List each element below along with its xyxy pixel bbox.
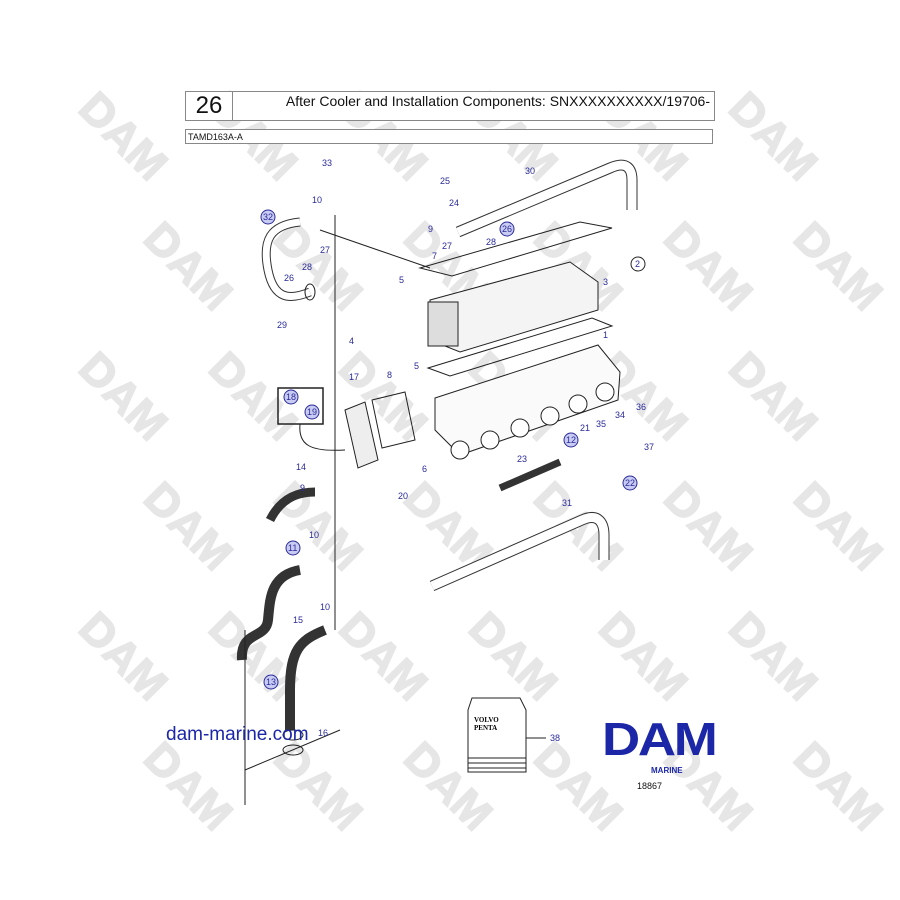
manifold-housing [434,344,621,456]
callout-25[interactable]: 25 [440,176,450,186]
callout-16[interactable]: 16 [318,728,328,738]
callout-14[interactable]: 14 [296,462,306,472]
callout-19[interactable]: 19 [307,407,317,417]
callout-circle [260,209,276,225]
pipe-14 [265,487,316,523]
callout-12[interactable]: 12 [566,435,576,445]
callout-36[interactable]: 36 [636,402,646,412]
callout-17[interactable]: 17 [349,372,359,382]
callout-3[interactable]: 3 [603,277,608,287]
callout-18[interactable]: 18 [286,392,296,402]
callout-37[interactable]: 37 [644,442,654,452]
page-number: 26 [186,92,233,120]
dam-logo-subtext: MARINE [651,766,683,775]
callout-circle [622,475,638,491]
callout-28[interactable]: 28 [302,262,312,272]
page-title: After Cooler and Installation Components… [285,93,710,109]
callout-24[interactable]: 24 [449,198,459,208]
callout-circle [304,404,320,420]
figure-number: 18867 [637,781,663,791]
callout-26[interactable]: 26 [284,273,294,283]
engine-model: TAMD163A-A [185,129,713,144]
callout-21[interactable]: 21 [580,423,590,433]
callout-5[interactable]: 5 [399,275,404,285]
callout-10[interactable]: 10 [309,530,319,540]
callout-27[interactable]: 27 [320,245,330,255]
callout-35[interactable]: 35 [596,419,606,429]
callout-31[interactable]: 31 [562,498,572,508]
callout-33[interactable]: 33 [322,158,332,168]
callout-circle [630,256,646,272]
callout-23[interactable]: 23 [517,454,527,464]
kit-brand-line2: PENTA [474,724,497,732]
callout-26[interactable]: 26 [502,224,512,234]
page-header: 26 After Cooler and Installation Compone… [185,91,715,121]
callout-28[interactable]: 28 [486,237,496,247]
callout-8[interactable]: 8 [387,370,392,380]
zinc-anode-23 [498,458,562,492]
callout-34[interactable]: 34 [615,410,625,420]
gasket-8 [371,391,416,449]
callout-1[interactable]: 1 [603,330,608,340]
callout-circle [563,432,579,448]
callout-9[interactable]: 9 [300,483,305,493]
callout-27[interactable]: 27 [442,241,452,251]
callout-13[interactable]: 13 [266,677,276,687]
callout-2[interactable]: 2 [635,259,640,269]
callout-circle [263,674,279,690]
website-link[interactable]: dam-marine.com [166,724,309,745]
kit-brand-line1: VOLVO [474,716,499,724]
callout-4[interactable]: 4 [349,336,354,346]
callout-5[interactable]: 5 [414,361,419,371]
pipe-lower [236,565,302,661]
callout-29[interactable]: 29 [277,320,287,330]
callout-6[interactable]: 6 [422,464,427,474]
callout-7[interactable]: 7 [432,251,437,261]
callout-10[interactable]: 10 [320,602,330,612]
gasket-5-bottom [426,317,614,377]
callout-38[interactable]: 38 [550,733,560,743]
callout-20[interactable]: 20 [398,491,408,501]
end-cover-17 [344,401,379,469]
callout-circle [283,389,299,405]
callout-circle [499,221,515,237]
kit-box-38 [467,697,527,773]
callout-15[interactable]: 15 [293,615,303,625]
callout-30[interactable]: 30 [525,166,535,176]
callout-9[interactable]: 9 [428,224,433,234]
pipe-16 [285,625,327,730]
callout-22[interactable]: 22 [625,478,635,488]
callout-10[interactable]: 10 [312,195,322,205]
callout-32[interactable]: 32 [263,212,273,222]
gasket-5-top [418,221,613,277]
dam-logo: DAM [602,713,718,765]
callout-11[interactable]: 11 [288,543,297,553]
callout-circle [285,540,301,556]
